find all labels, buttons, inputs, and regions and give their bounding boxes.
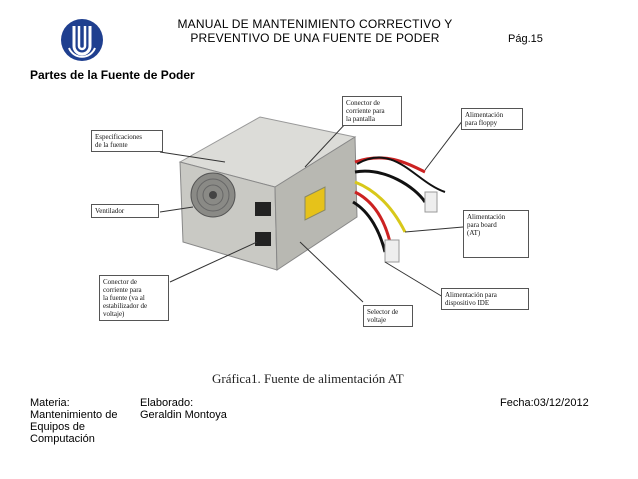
callout-line: corriente para [103, 286, 142, 294]
callout-line: de la fuente [95, 141, 128, 149]
power-supply-figure: Especificaciones de la fuente Ventilador… [85, 92, 540, 392]
elaborado-label: Elaborado: [140, 397, 194, 409]
callout-line: Alimentación para [445, 291, 497, 299]
callout-line: Especificaciones [95, 133, 143, 141]
callout-line: Alimentación [465, 111, 504, 119]
callout-line: para floppy [465, 119, 498, 127]
callout-especificaciones: Especificaciones de la fuente [91, 130, 163, 152]
callout-selector-voltaje: Selector de voltaje [363, 305, 413, 327]
fecha: Fecha:03/12/2012 [500, 397, 589, 409]
callout-alimentacion-board: Alimentación para board (AT) [463, 210, 529, 258]
elaborado-value: Geraldin Montoya [140, 409, 227, 421]
callout-line: Conector de [346, 99, 381, 107]
callout-line: la fuente (va al [103, 294, 145, 302]
callout-line: voltaje [367, 316, 387, 324]
callout-line: Ventilador [95, 207, 125, 215]
callout-alimentacion-ide: Alimentación para dispositivo IDE [441, 288, 529, 310]
callout-line: dispositivo IDE [445, 299, 490, 307]
document-header: MANUAL DE MANTENIMIENTO CORRECTIVO Y PRE… [160, 17, 470, 45]
page-number: Pág.15 [508, 33, 543, 45]
callout-line: Conector de [103, 278, 138, 286]
callout-alimentacion-floppy: Alimentación para floppy [461, 108, 523, 130]
section-title: Partes de la Fuente de Poder [30, 68, 195, 82]
header-title-line1: MANUAL DE MANTENIMIENTO CORRECTIVO Y [177, 17, 453, 31]
callout-line: corriente para [346, 107, 385, 115]
callout-line: para board [467, 221, 497, 229]
callout-ventilador: Ventilador [91, 204, 159, 218]
institution-logo-icon [60, 18, 104, 62]
figure-caption: Gráfica1. Fuente de alimentación AT [212, 371, 404, 386]
callout-conector-pantalla: Conector de corriente para la pantalla [342, 96, 402, 126]
callout-line: la pantalla [346, 115, 375, 123]
callout-line: (AT) [467, 229, 481, 237]
header-title-line2: PREVENTIVO DE UNA FUENTE DE PODER [190, 31, 440, 45]
power-supply-illustration [159, 116, 464, 303]
materia-value: Mantenimiento de Equipos de Computación [30, 409, 118, 445]
callout-line: Selector de [367, 308, 399, 316]
callout-line: estabilizador de voltaje) [103, 302, 148, 318]
callout-line: Alimentación [467, 213, 506, 221]
callout-conector-fuente: Conector de corriente para la fuente (va… [99, 275, 169, 321]
materia-label: Materia: [30, 397, 70, 409]
